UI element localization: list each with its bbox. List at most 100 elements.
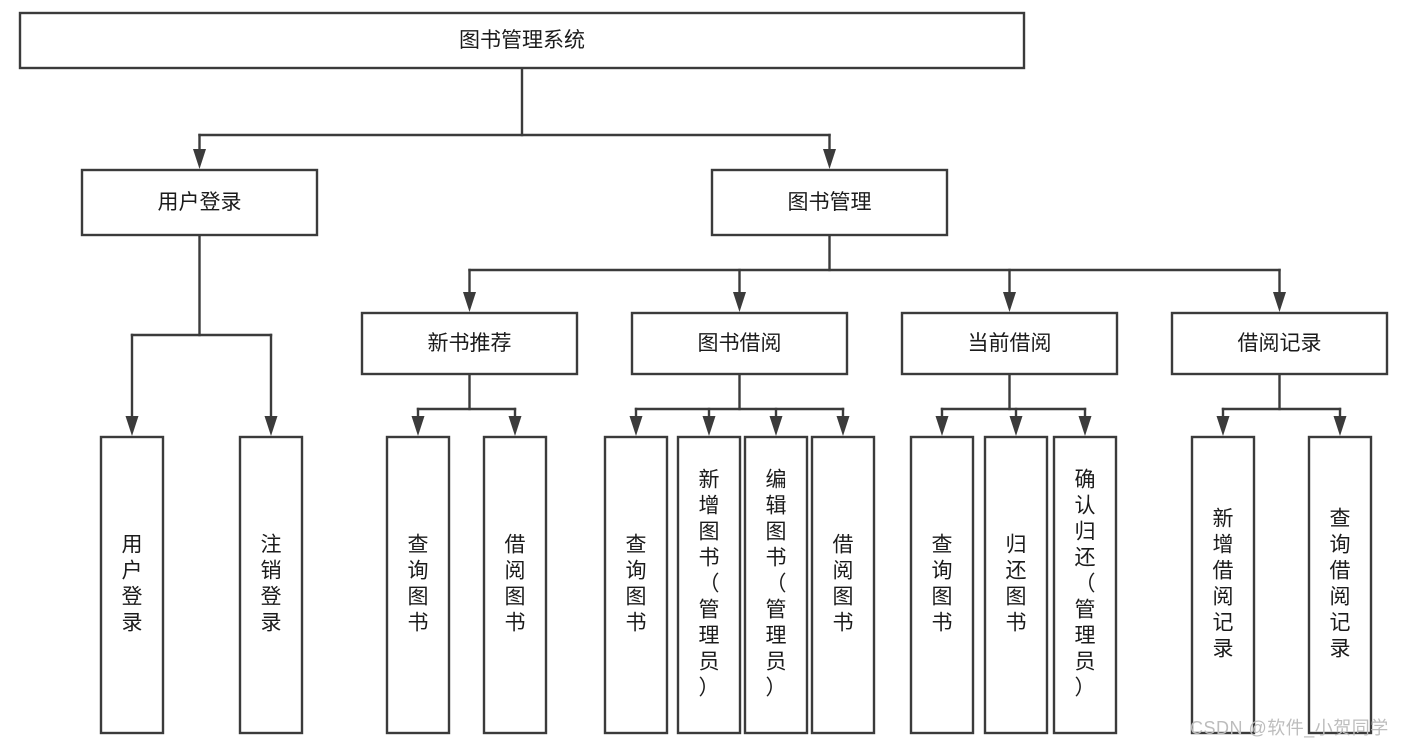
node-label-char: 录 [122,612,143,635]
node-box [1052,435,1118,735]
arrow-head-icon [411,416,425,436]
node-label-char: 注 [261,534,282,557]
arrow-head-icon [702,416,716,436]
node-leaf-rec-borrow-book[interactable]: 借阅图书借阅图书 [482,435,548,735]
node-label-char: 图 [766,521,787,544]
node-label-char: ） [699,677,720,700]
node-label: 新书推荐 [428,332,512,355]
node-leaf-user-logout[interactable]: 注销登录注销登录 [238,435,304,735]
node-label-char: 理 [766,625,787,648]
node-label-char: 借 [505,534,526,557]
node-label-char: 录 [1213,638,1234,661]
node-current-borrow[interactable]: 当前借阅 [900,311,1119,376]
node-label-char: 图 [932,586,953,609]
node-label-char: 新 [1213,508,1234,531]
node-label-char: 借 [1213,560,1234,583]
node-label-char: 阅 [1213,586,1234,609]
node-box [983,435,1049,735]
node-leaf-record-add[interactable]: 新增借阅记录新增借阅记录 [1190,435,1256,735]
node-label-char: 询 [1330,534,1351,557]
node-label-char: 用 [122,534,143,557]
node-leaf-rec-query-book[interactable]: 查询图书查询图书 [385,435,451,735]
node-label-char: 还 [1075,547,1096,570]
node-book-manage[interactable]: 图书管理 [710,168,949,237]
arrow-head-icon [733,292,746,312]
node-label-char: 书 [932,612,953,635]
csdn-watermark: CSDN @软件_小贺同学 [1190,718,1389,738]
node-box [360,311,579,376]
node-label-char: 认 [1075,495,1096,518]
node-label-char: 员 [1075,651,1096,674]
node-label-char: 图 [1006,586,1027,609]
node-box [710,168,949,237]
node-label-char: 阅 [833,560,854,583]
node-label-char: （ [766,573,787,596]
node-label-char: 记 [1330,612,1351,635]
arrow-head-icon [264,416,278,436]
node-leaf-current-query-book[interactable]: 查询图书查询图书 [909,435,975,735]
node-layer: 图书管理系统用户登录图书管理新书推荐图书借阅当前借阅借阅记录用户登录用户登录注销… [18,11,1389,735]
node-label-char: 书 [408,612,429,635]
node-label-char: 编 [766,469,787,492]
node-label-char: 管 [699,599,720,622]
arrow-head-icon [769,416,783,436]
node-borrow-record[interactable]: 借阅记录 [1170,311,1389,376]
arrow-head-icon [508,416,522,436]
node-label-char: 还 [1006,560,1027,583]
node-label-char: 增 [1213,534,1234,557]
node-user-login[interactable]: 用户登录 [80,168,319,237]
node-leaf-borrow-borrow-book[interactable]: 借阅图书借阅图书 [810,435,876,735]
node-box [80,168,319,237]
node-new-book-rec[interactable]: 新书推荐 [360,311,579,376]
node-label-char: 员 [766,651,787,674]
node-label-char: 阅 [1330,586,1351,609]
arrow-head-icon [823,149,836,169]
node-box [909,435,975,735]
node-leaf-record-query[interactable]: 查询借阅记录查询借阅记录 [1307,435,1373,735]
node-box [18,11,1026,70]
node-book-borrow[interactable]: 图书借阅 [630,311,849,376]
node-label-char: 登 [122,586,143,609]
node-label-char: 借 [833,534,854,557]
node-box [1190,435,1256,735]
node-label: 借阅记录 [1238,332,1322,355]
node-label: 用户登录 [158,191,242,214]
node-label-char: 查 [626,534,647,557]
node-box [603,435,669,735]
node-label-char: 理 [699,625,720,648]
node-label-char: 增 [699,495,720,518]
node-label-char: 归 [1006,534,1027,557]
arrow-head-icon [125,416,139,436]
node-label-char: 确 [1075,469,1096,492]
node-label-char: 书 [833,612,854,635]
node-label-char: 查 [1330,508,1351,531]
node-leaf-current-return-book[interactable]: 归还图书归还图书 [983,435,1049,735]
arrow-head-icon [1078,416,1092,436]
arrow-head-icon [629,416,643,436]
node-label-char: 图 [408,586,429,609]
node-label-char: 新 [699,469,720,492]
node-label-char: 记 [1213,612,1234,635]
node-root[interactable]: 图书管理系统 [18,11,1026,70]
arrow-head-icon [463,292,476,312]
arrow-head-icon [1003,292,1016,312]
node-leaf-borrow-query-book[interactable]: 查询图书查询图书 [603,435,669,735]
node-box [482,435,548,735]
node-label-char: ） [1075,677,1096,700]
node-label-char: 录 [261,612,282,635]
node-box [238,435,304,735]
node-label-char: 询 [626,560,647,583]
node-label-char: 询 [932,560,953,583]
node-box [1170,311,1389,376]
node-label: 图书管理 [788,191,872,214]
arrow-head-icon [935,416,949,436]
node-label-char: 归 [1075,521,1096,544]
node-label-char: ） [766,677,787,700]
node-label-char: 查 [408,534,429,557]
node-label-char: 销 [261,560,282,583]
node-leaf-user-login[interactable]: 用户登录用户登录 [99,435,165,735]
